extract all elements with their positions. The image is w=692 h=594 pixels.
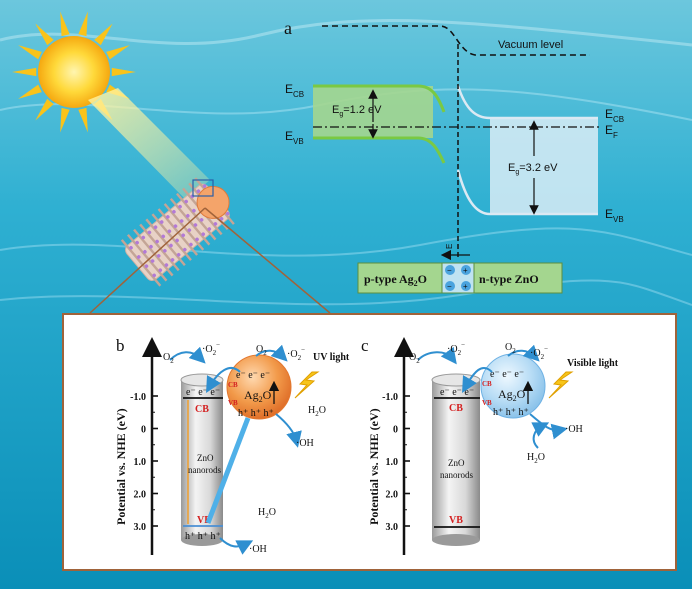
panel-b-rod-holes: h⁺ h⁺ h⁺ xyxy=(185,531,221,542)
axis-tick-label: 3.0 xyxy=(134,522,147,533)
vacuum-level-label: Vacuum level xyxy=(498,39,563,51)
axis-tick-label: 0 xyxy=(393,425,398,436)
minus-sign: − xyxy=(447,282,452,291)
panel-b-rod-electrons: e⁻ e⁻ e⁻ xyxy=(186,387,220,398)
panel-c-ag2o-label: Ag2O xyxy=(498,387,526,403)
axis-tick-label: 3.0 xyxy=(386,522,399,533)
axis-tick-label: 2.0 xyxy=(134,490,147,501)
panel-c-sphere-holes: h⁺ h⁺ h⁺ xyxy=(493,407,529,418)
panel-b-sphere-holes: h⁺ h⁺ h⁺ xyxy=(238,408,274,419)
axis-tick-label: 1.0 xyxy=(134,457,147,468)
panel-b-oh-rod: ·OH xyxy=(249,544,267,555)
panel-b-zno-label-1: ZnO xyxy=(197,453,214,463)
panel-c-zno-label-2: nanorods xyxy=(440,470,473,480)
built-in-field-label: E xyxy=(445,244,454,249)
panel-a-letter: a xyxy=(284,18,292,38)
n-type-label: n-type ZnO xyxy=(479,272,539,286)
panel-c-light-label: Visible light xyxy=(567,358,619,369)
panel-c-zno-vb-label: VB xyxy=(449,515,463,526)
axis-tick-label: 2.0 xyxy=(386,490,399,501)
panel-c-sphere-vb: VB xyxy=(482,399,492,407)
panel-c-axis-title: Potential vs. NHE (eV) xyxy=(367,408,381,525)
panel-c-zno-cb-label: CB xyxy=(449,403,463,414)
axis-tick-label: 1.0 xyxy=(386,457,399,468)
plus-sign: + xyxy=(463,282,468,291)
panel-c-zno-label-1: ZnO xyxy=(448,458,465,468)
panel-b-ag2o-label: Ag2O xyxy=(244,388,272,404)
plus-sign: + xyxy=(463,266,468,275)
panel-c-sphere-cb: CB xyxy=(482,380,492,388)
panel-c-letter: c xyxy=(361,336,369,355)
panel-b-sphere-cb: CB xyxy=(228,381,238,389)
panel-b-axis-title: Potential vs. NHE (eV) xyxy=(114,408,128,525)
panel-b-zno-cb-label: CB xyxy=(195,404,209,415)
panel-c-sphere-electrons: e⁻ e⁻ e⁻ xyxy=(490,369,524,380)
panel-b-letter: b xyxy=(116,336,125,355)
axis-tick-label: -1.0 xyxy=(130,392,146,403)
panel-b-sphere-vb: VB xyxy=(228,399,238,407)
panel-c-rod-electrons: e⁻ e⁻ e⁻ xyxy=(440,387,474,398)
axis-tick-label: 0 xyxy=(141,425,146,436)
minus-sign: − xyxy=(447,266,452,275)
panel-b-oh-sphere: ·OH xyxy=(296,438,314,449)
panel-b-zno-label-2: nanorods xyxy=(188,465,221,475)
axis-tick-label: -1.0 xyxy=(382,392,398,403)
p-type-label: p-type Ag2O xyxy=(364,272,427,288)
panel-b-light-label: UV light xyxy=(313,352,350,363)
panel-b-sphere-electrons: e⁻ e⁻ e⁻ xyxy=(236,370,270,381)
panel-c-rod-base xyxy=(432,534,480,546)
panel-c-oh: ·OH xyxy=(565,424,583,435)
